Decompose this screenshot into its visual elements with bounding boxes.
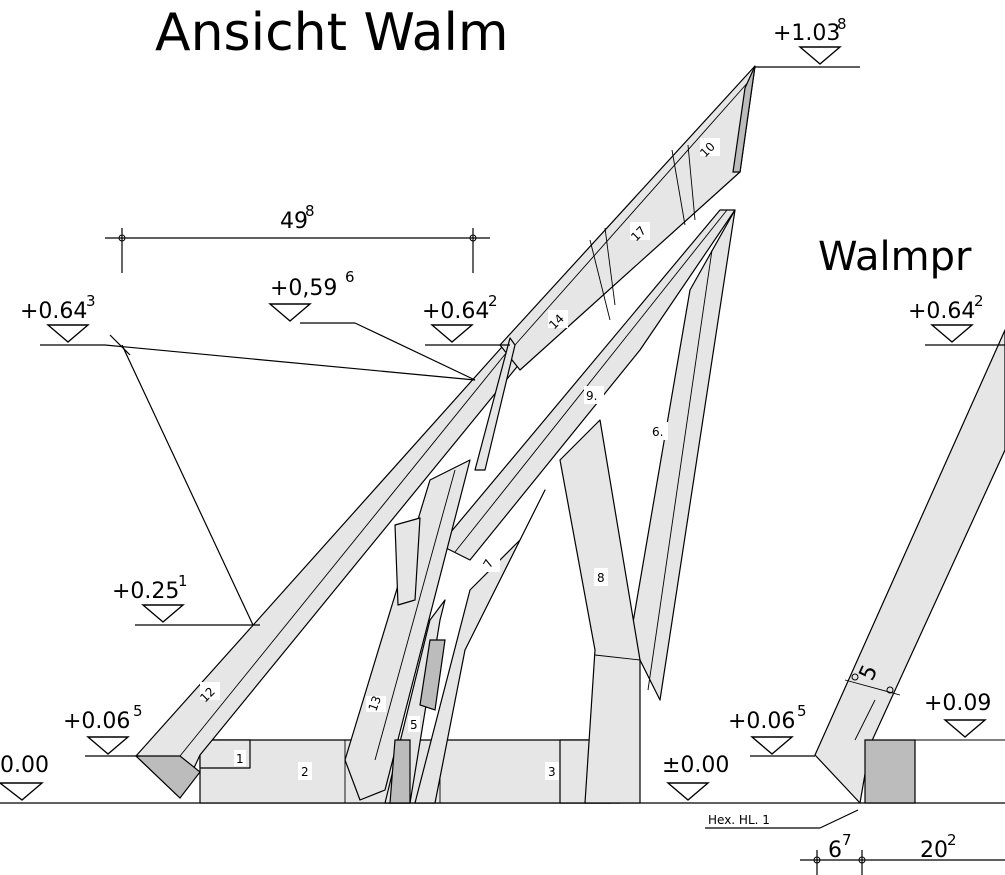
svg-text:5: 5 xyxy=(133,702,143,720)
svg-text:+0.64: +0.64 xyxy=(20,299,87,324)
piece-label-17: 17 xyxy=(628,222,650,244)
title-walmprofil: Walmpr xyxy=(818,234,972,280)
svg-text:3: 3 xyxy=(86,292,96,310)
svg-text:+0.06: +0.06 xyxy=(63,709,130,734)
piece-label-9: 9. xyxy=(584,386,604,404)
rafter-12-end xyxy=(134,755,201,799)
svg-text:6.: 6. xyxy=(652,425,663,439)
level-marker-right-step: +0.09 xyxy=(924,691,991,738)
piece-label-14: 14 xyxy=(546,310,568,332)
svg-text:+0.64: +0.64 xyxy=(422,299,489,324)
piece-label-7: 7 xyxy=(480,556,500,572)
svg-text:7: 7 xyxy=(842,831,852,849)
strut-5-foot xyxy=(389,739,411,804)
walm-rafter xyxy=(814,329,1005,804)
title-ansicht-walm: Ansicht Walm xyxy=(155,3,509,63)
svg-text:+0,59: +0,59 xyxy=(270,276,337,301)
svg-text:5: 5 xyxy=(410,718,418,732)
strut-8 xyxy=(559,419,641,804)
svg-text:1: 1 xyxy=(236,752,244,766)
svg-text:2: 2 xyxy=(488,292,498,310)
walm-post xyxy=(864,739,916,804)
svg-text:+1.03: +1.03 xyxy=(773,21,840,46)
level-marker-left-upper: +0.64 3 xyxy=(20,292,105,346)
piece-label-2: 2 xyxy=(298,762,312,780)
svg-text:2: 2 xyxy=(974,292,984,310)
svg-text:+0.25: +0.25 xyxy=(112,579,179,604)
svg-text:+0.06: +0.06 xyxy=(728,709,795,734)
svg-text:+0.09: +0.09 xyxy=(924,691,991,716)
level-marker-right-base: +0.06 5 xyxy=(728,702,815,757)
svg-text:6: 6 xyxy=(345,268,355,286)
piece-label-12: 12 xyxy=(197,682,220,705)
strut-7 xyxy=(414,489,546,804)
kicker xyxy=(394,517,421,606)
dimension-20: 20 2 xyxy=(920,831,957,863)
svg-text:6: 6 xyxy=(828,838,842,863)
strut-detail xyxy=(419,639,446,711)
callout-hex-hl: Hex. HL. 1 xyxy=(708,813,770,827)
svg-text:1: 1 xyxy=(178,572,188,590)
piece-label-10: 10 xyxy=(697,138,720,160)
svg-text:±0.00: ±0.00 xyxy=(662,753,729,778)
level-marker-low: +0.25 1 xyxy=(112,572,260,626)
jack-upper xyxy=(474,337,516,471)
level-marker-left-base: +0.06 5 xyxy=(63,702,143,757)
piece-label-1: 1 xyxy=(234,750,246,766)
svg-text:8: 8 xyxy=(305,202,315,220)
svg-text:9.: 9. xyxy=(586,389,597,403)
svg-text:2: 2 xyxy=(301,765,309,779)
piece-label-5: 5 xyxy=(408,716,420,732)
svg-text:20: 20 xyxy=(920,838,948,863)
piece-label-6: 6. xyxy=(650,422,668,440)
level-marker-zero: ±0.00 xyxy=(662,753,729,801)
rafter-10-end xyxy=(732,65,756,173)
piece-label-3: 3 xyxy=(545,762,559,780)
svg-text:2: 2 xyxy=(947,831,957,849)
svg-text:3: 3 xyxy=(548,765,556,779)
svg-text:13: 13 xyxy=(366,694,384,713)
svg-text:5: 5 xyxy=(797,702,807,720)
piece-label-13: 13 xyxy=(366,694,386,713)
level-marker-top: +1.03 8 xyxy=(755,15,860,68)
dimension-49: 49 8 xyxy=(280,202,315,234)
svg-text:8: 8 xyxy=(837,15,847,33)
svg-text:0.00: 0.00 xyxy=(0,753,49,778)
svg-text:+0.64: +0.64 xyxy=(908,299,975,324)
svg-text:8: 8 xyxy=(597,571,605,585)
level-marker-right-top: +0.64 2 xyxy=(908,292,1005,346)
level-marker-far-left-zero: 0.00 xyxy=(0,753,49,801)
piece-label-8: 8 xyxy=(594,568,608,586)
level-marker-mid: +0,59 6 xyxy=(268,268,355,322)
dimension-6: 6 7 xyxy=(828,831,852,863)
level-marker-mid-right: +0.64 2 xyxy=(422,292,510,346)
svg-text:49: 49 xyxy=(280,209,308,234)
